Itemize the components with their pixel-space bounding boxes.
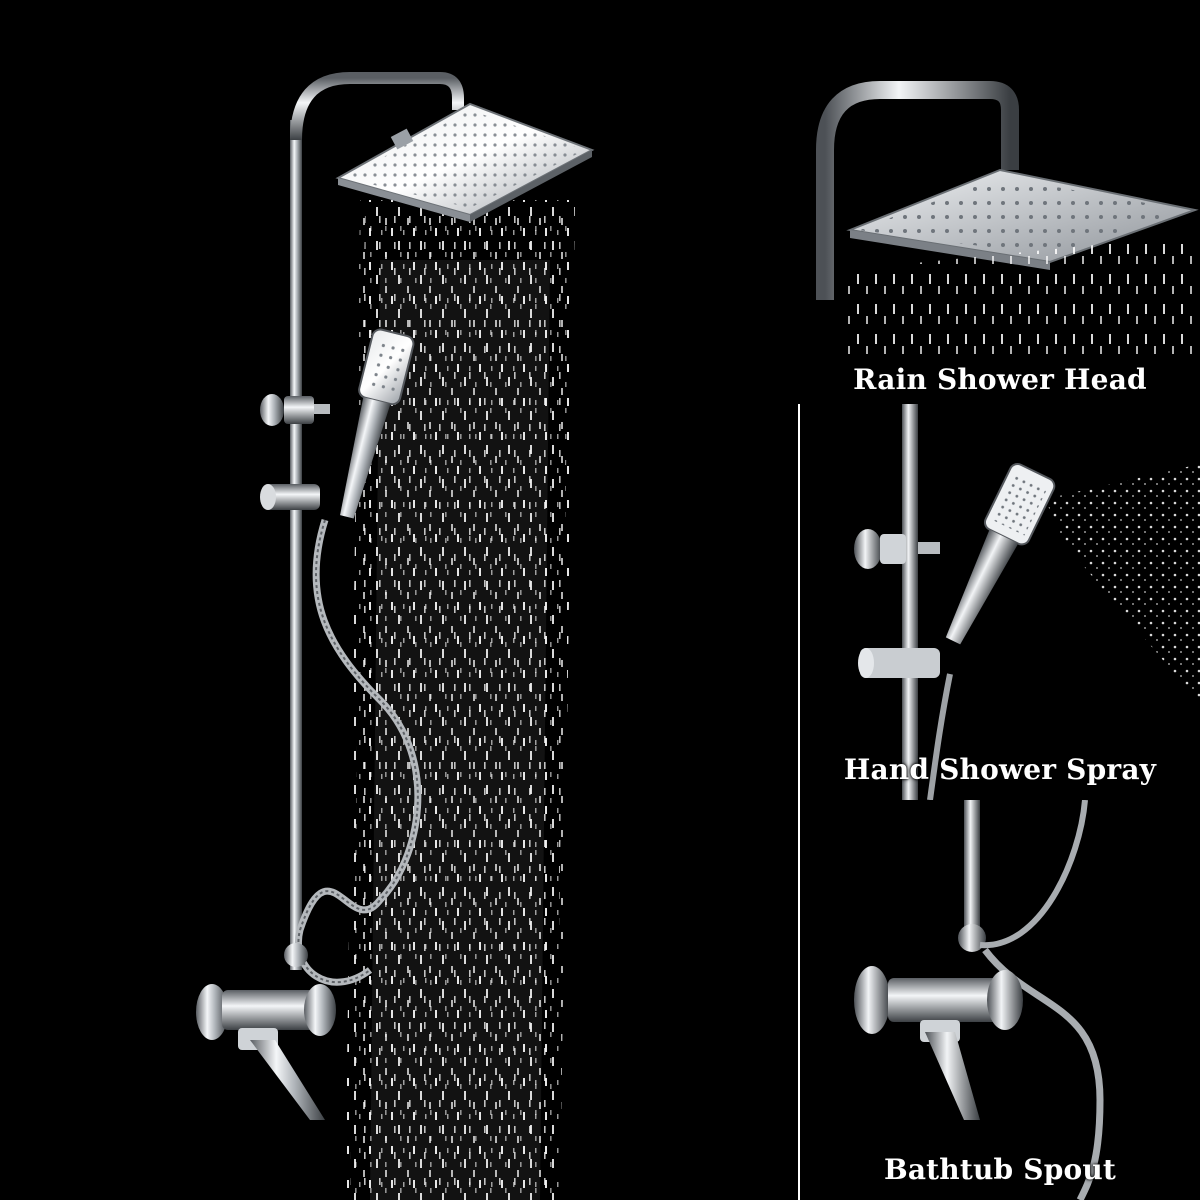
hand-shower-spray-illustration [854,404,1200,800]
bathtub-spout-panel: Bathtub Spout [800,800,1200,1200]
bathtub-spout-caption: Bathtub Spout [883,1153,1117,1186]
hand-shower-spray-caption: Hand Shower Spray [843,753,1157,786]
main-shower-system-illustration [196,72,595,1200]
rain-shower-head-illustration [816,81,1199,360]
bathtub-spout-illustration [854,800,1104,1200]
hand-shower-spray-panel: Hand Shower Spray [800,404,1200,800]
panel-divider-vertical [798,404,800,1200]
rain-shower-head-caption: Rain Shower Head [853,363,1147,396]
rain-shower-head-panel: Rain Shower Head [800,0,1200,404]
